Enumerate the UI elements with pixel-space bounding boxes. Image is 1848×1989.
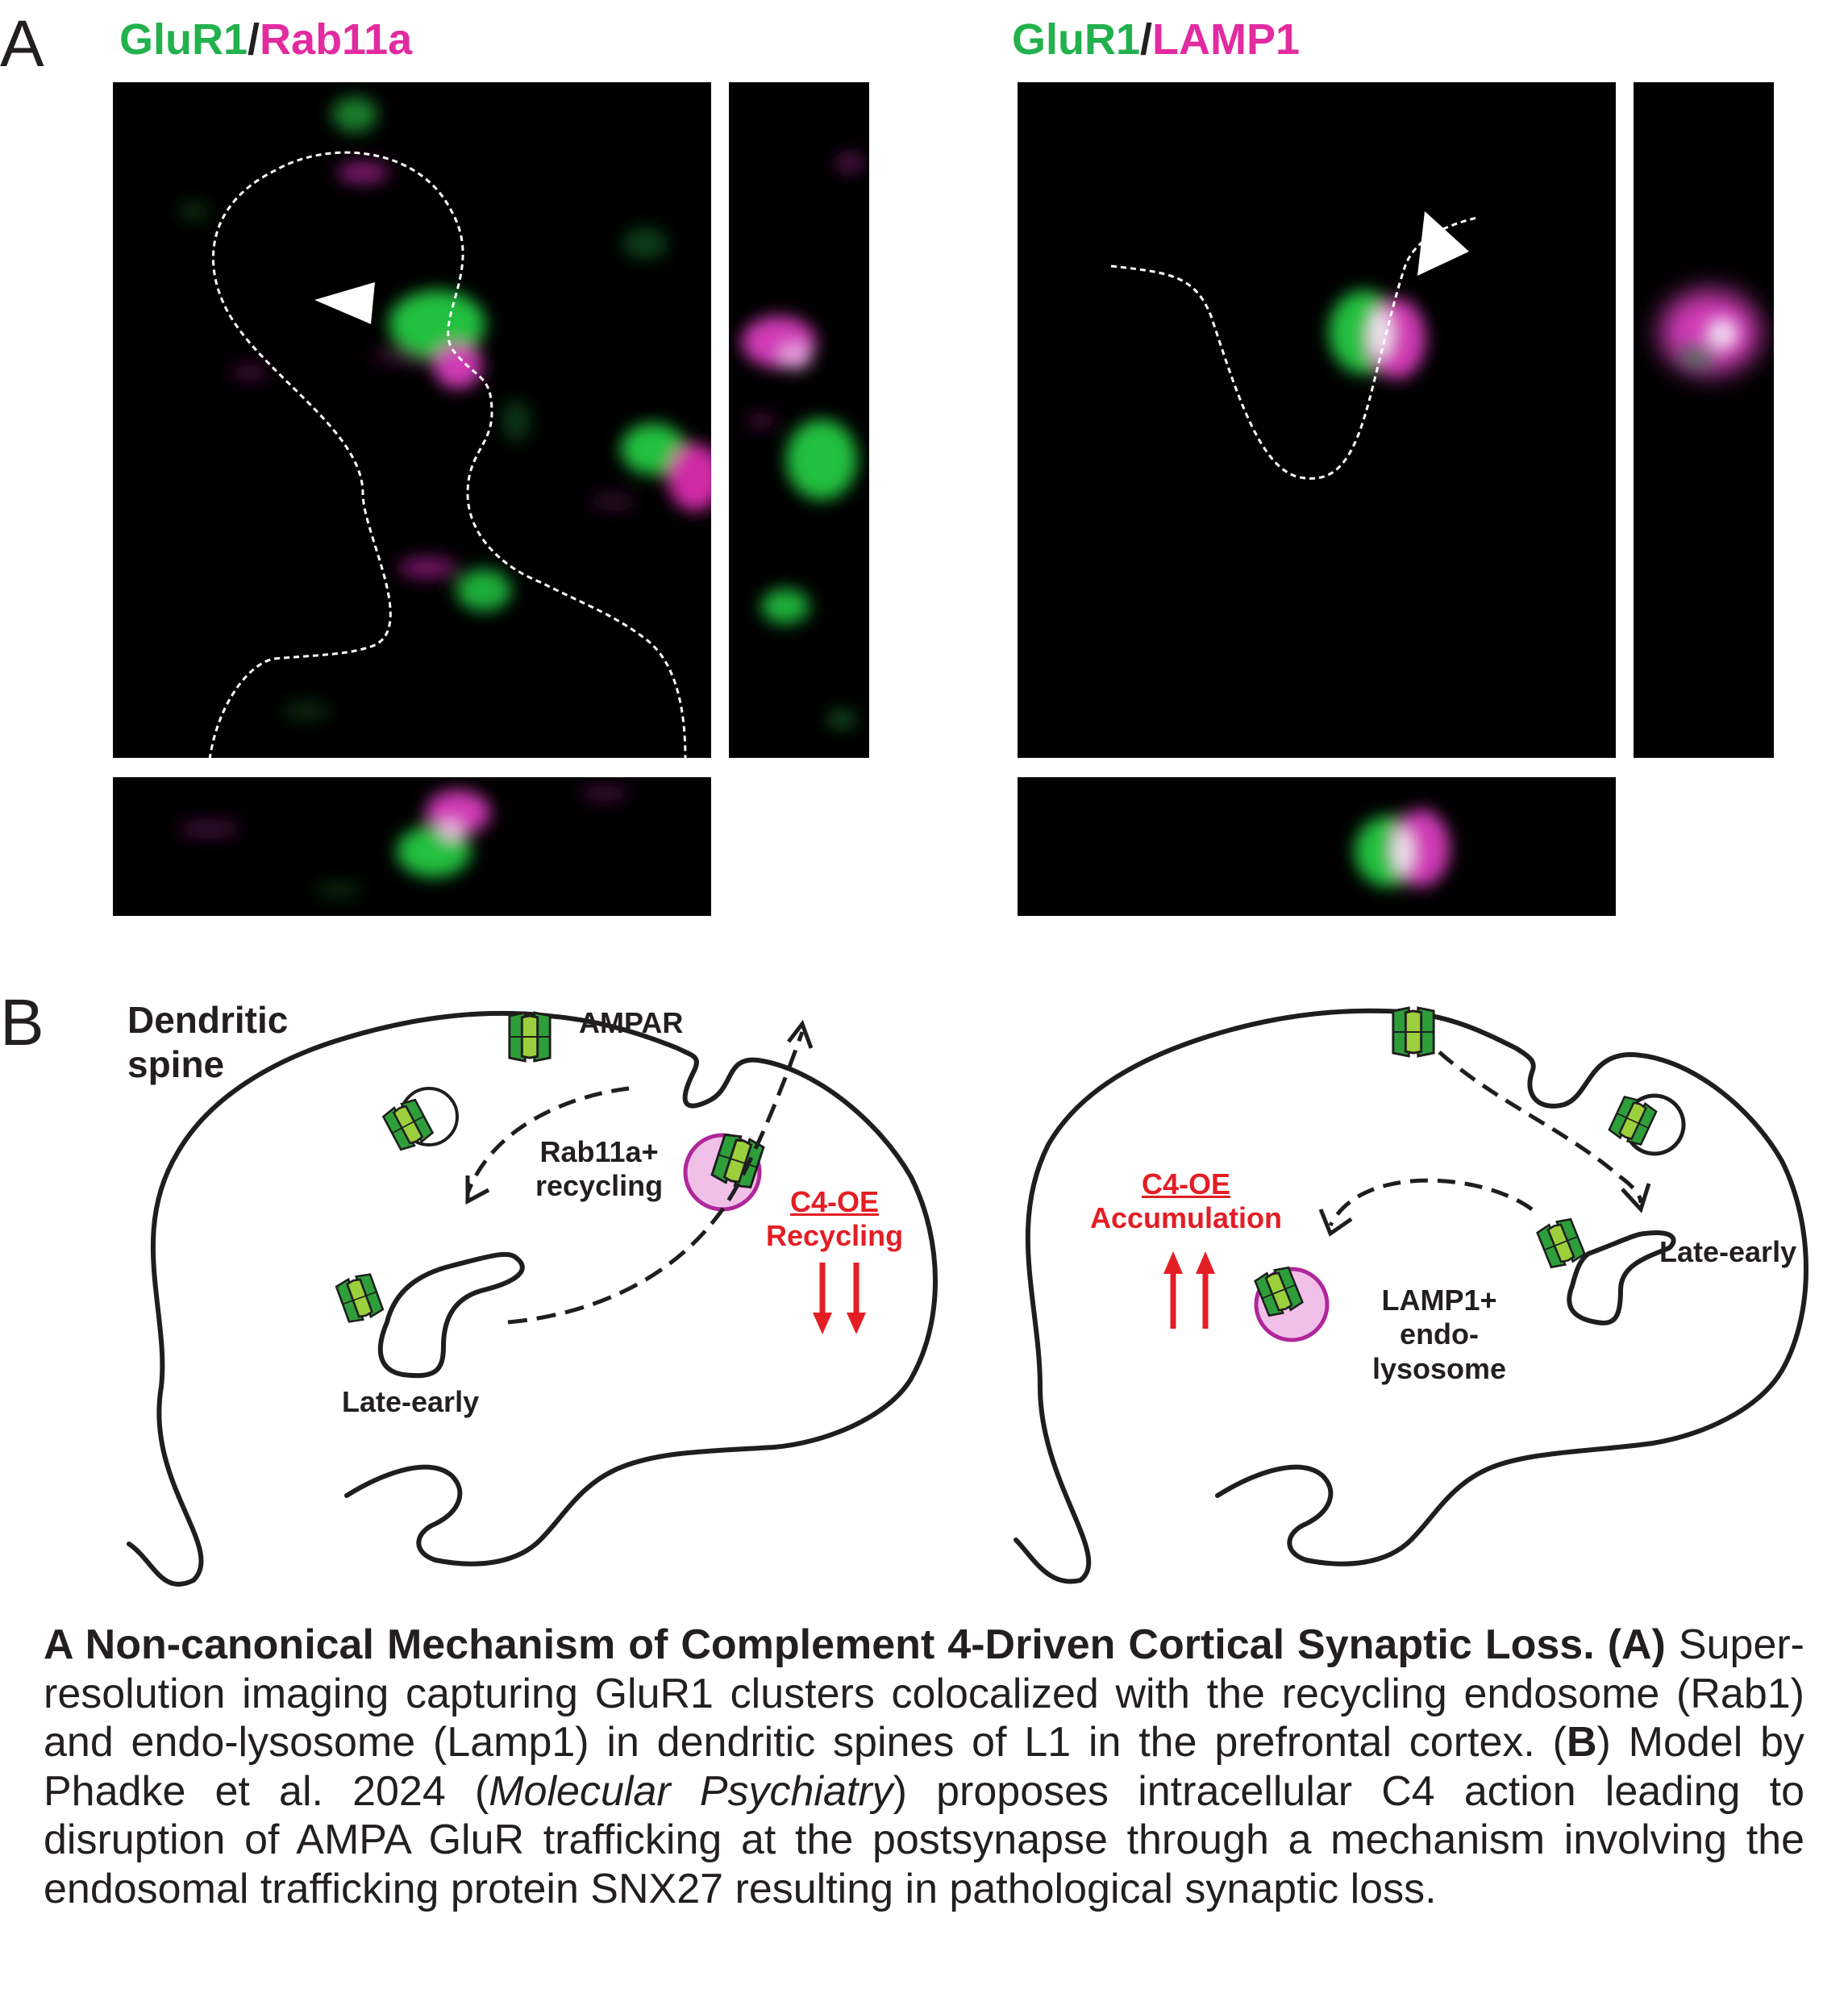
lamp-line-2: endo- (1372, 1317, 1506, 1351)
left-channel-title: GluR1/Rab11a (119, 18, 412, 61)
glur1-label: GluR1 (119, 15, 248, 64)
lamp1-main-micrograph (1018, 82, 1616, 758)
lamp1-side-projection (1634, 82, 1774, 758)
panel-a-letter: A (0, 11, 44, 77)
title-slash: / (1140, 15, 1152, 64)
title-slash: / (248, 15, 260, 64)
accumulation-effect-text: Accumulation (1090, 1201, 1282, 1235)
caption-b-letter: B (1567, 1719, 1597, 1766)
right-channel-title: GluR1/LAMP1 (1012, 18, 1300, 61)
rab11a-bottom-projection (113, 777, 711, 916)
lamp-line-1: LAMP1+ (1372, 1284, 1506, 1317)
recycling-effect-text: Recycling (766, 1219, 903, 1253)
c4oe-text: C4-OE (1090, 1167, 1282, 1201)
ampar-label: AMPAR (579, 1006, 683, 1040)
rab11a-side-projection (729, 82, 869, 758)
glur1-label: GluR1 (1012, 15, 1140, 64)
lamp1-endolysosome-label: LAMP1+ endo- lysosome (1372, 1284, 1506, 1386)
c4oe-text: C4-OE (766, 1185, 903, 1219)
caption-journal: Molecular Psychiatry (489, 1768, 893, 1815)
lamp1-bottom-projection (1018, 777, 1616, 916)
spine-label-line-2: spine (127, 1042, 288, 1087)
lamp-line-3: lysosome (1372, 1352, 1506, 1386)
spine-label-line-1: Dendritic (127, 998, 288, 1042)
dendritic-spine-label: Dendritic spine (127, 998, 288, 1087)
panel-b-letter: B (0, 990, 44, 1056)
left-c4oe-label: C4-OE Recycling (766, 1185, 903, 1254)
recycling-line-2: recycling (535, 1169, 663, 1203)
rab11a-recycling-label: Rab11a+ recycling (535, 1135, 663, 1204)
caption-title: A Non-canonical Mechanism of Complement … (44, 1621, 1666, 1668)
left-late-early-label: Late-early (342, 1385, 479, 1419)
rab11a-label: Rab11a (260, 15, 412, 64)
lamp1-label: LAMP1 (1152, 15, 1300, 64)
recycling-line-1: Rab11a+ (535, 1135, 663, 1169)
right-c4oe-label: C4-OE Accumulation (1090, 1167, 1282, 1236)
rab11a-main-micrograph (113, 82, 711, 758)
figure-caption: A Non-canonical Mechanism of Complement … (44, 1621, 1804, 1913)
right-late-early-label: Late-early (1659, 1235, 1796, 1269)
right-spine-drawing (1000, 967, 1848, 1596)
right-spine-diagram (1000, 967, 1848, 1596)
